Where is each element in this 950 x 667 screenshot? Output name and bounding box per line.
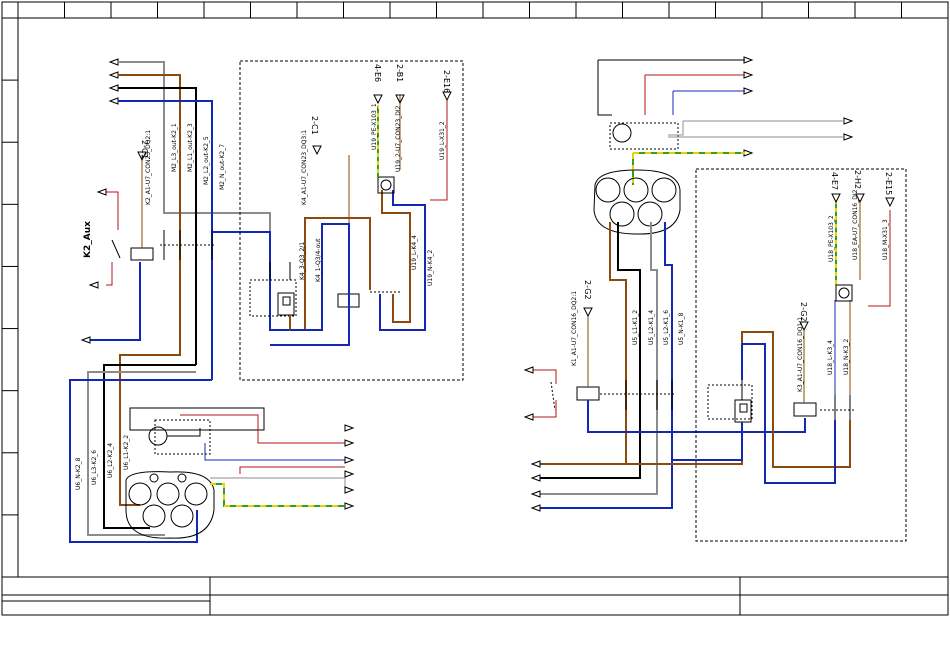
k2-coil bbox=[130, 247, 154, 261]
motor-cable-3: U6_L2-K2_4 bbox=[107, 443, 114, 478]
tag-2-c1: 2-C1 bbox=[310, 116, 319, 135]
wire-n-blue bbox=[118, 100, 213, 380]
cable-u18-pe: U18_PE-X103_2 bbox=[828, 215, 835, 262]
k2-main-label-1: M2_L3_out-K2_1 bbox=[171, 123, 178, 172]
k2-main-label-4: M2_N_out-K2_7 bbox=[219, 144, 226, 190]
motor-cable-2: U6_L3-K2_6 bbox=[91, 450, 98, 485]
tag-2-h2: 2-H2 bbox=[853, 170, 862, 189]
motor-cable-4: U6_L1-K2_2 bbox=[123, 435, 130, 470]
k2-aux-label: K2_Aux bbox=[83, 221, 93, 258]
k3-label-1: U18_L-K3_4 bbox=[827, 340, 834, 375]
k3-label-2: U18_N-K3_2 bbox=[843, 339, 850, 375]
right-labels: K1_A1-U7_CON16_DQ2:1 2-G2 U5_L1-K1_2 U5_… bbox=[571, 170, 893, 392]
wire-l2-black bbox=[118, 87, 197, 365]
tag-2-b1: 2-B1 bbox=[395, 64, 404, 82]
cable-u19-l: U19_L-X31_2 bbox=[439, 121, 446, 160]
tag-4-e6: 4-E6 bbox=[373, 64, 382, 82]
k4-relay-label-2: K4_1-Q3/4-out bbox=[315, 238, 322, 282]
k1-coil-label: K1_A1-U7_CON16_DQ2:1 bbox=[571, 291, 578, 366]
cable-u18-ea: U18_EA-U7_CON16_DI2 bbox=[852, 189, 859, 260]
right-circuit bbox=[523, 56, 907, 542]
left-connector bbox=[125, 471, 215, 539]
k4-output-label-2: U19_N-K4_2 bbox=[427, 250, 434, 286]
cable-u18-m: U18_M-X31_3 bbox=[882, 219, 889, 260]
tag-2-e15: 2-E15 bbox=[884, 172, 893, 195]
center-sensor bbox=[377, 176, 395, 194]
k1-main-label-1: U5_L1-K1_2 bbox=[632, 310, 639, 345]
k2-coil-label: K2_A1-U7_CON23_DQ2:1 bbox=[145, 130, 152, 205]
right-motor-symbol bbox=[612, 123, 632, 143]
right-enclosure bbox=[695, 168, 907, 542]
drawing-frame bbox=[1, 1, 949, 616]
k1-main-label-3: U5_L2-K1_6 bbox=[663, 310, 670, 345]
k3-coil-label: K3_A1-U7_CON16_DQ1:1 bbox=[797, 317, 804, 392]
tag-2-g2: 2-G2 bbox=[799, 302, 808, 322]
k3-coil bbox=[793, 402, 817, 417]
k1-main-label-4: U5_N-K1_8 bbox=[678, 312, 685, 345]
k4-relay-label-1: K4_3-Q3_2/1 bbox=[299, 242, 306, 280]
right-connector bbox=[593, 169, 681, 235]
left-labels: K2_Aux 2-C1 K2_A1-U7_CON23_DQ2:1 M2_L3_o… bbox=[75, 123, 226, 490]
wire-l3-grey bbox=[118, 61, 271, 262]
cable-u19-pe: U19_PE-X103_1 bbox=[371, 103, 378, 150]
right-sensor bbox=[835, 284, 853, 302]
center-labels: 4-E6 2-B1 2-E16 2-C1 U19_PE-X103_1 U19_2… bbox=[299, 64, 451, 286]
left-circuit bbox=[69, 58, 355, 543]
left-supply-terminals bbox=[108, 58, 119, 105]
wire-l1-brown bbox=[118, 74, 181, 340]
k2-coil-ref: 2-C1 bbox=[140, 140, 149, 159]
k4-coil-label: K4_A1-U7_CON23_DQ3:1 bbox=[301, 130, 308, 205]
center-enclosure bbox=[239, 60, 464, 381]
frame-grid-ticks bbox=[2, 2, 902, 516]
tag-4-e7: 4-E7 bbox=[830, 172, 839, 190]
k2-aux-wire bbox=[106, 191, 119, 286]
cable-u19-2: U19_2-U7_CON23_DI2 bbox=[395, 105, 402, 172]
k1-coil-ref: 2-G2 bbox=[583, 280, 592, 300]
motor-cable-1: U6_N-K2_8 bbox=[75, 457, 82, 490]
center-circuit bbox=[239, 60, 464, 381]
k2-main-label-2: M2_L1_out-K2_3 bbox=[187, 123, 194, 172]
k2-main-label-3: M2_L2_out-K2_5 bbox=[203, 136, 210, 185]
k1-main-label-2: U5_L2-K1_4 bbox=[648, 310, 655, 345]
tag-2-e16: 2-E16 bbox=[442, 70, 451, 93]
k1-coil bbox=[576, 386, 600, 401]
k4-output-label-1: U19_L-K4_4 bbox=[411, 235, 418, 270]
